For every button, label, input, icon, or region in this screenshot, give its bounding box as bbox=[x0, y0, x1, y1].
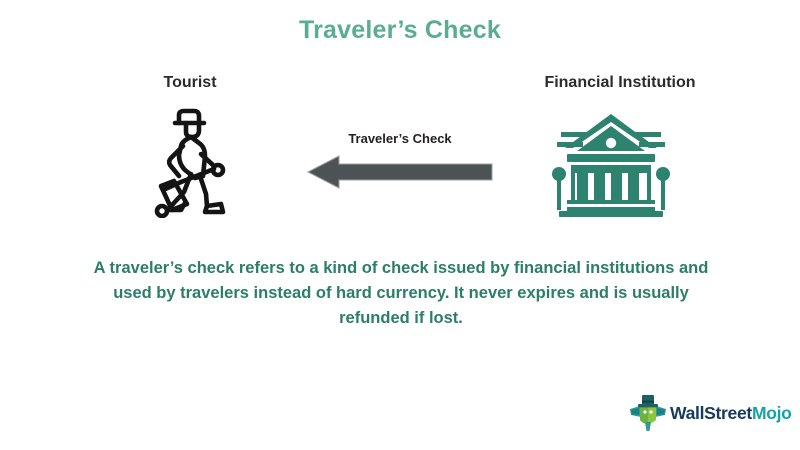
description-text: A traveler’s check refers to a kind of c… bbox=[93, 259, 709, 327]
node-label-tourist: Tourist bbox=[163, 74, 217, 91]
wallstreetmojo-mascot-icon bbox=[628, 393, 668, 433]
left-arrow-icon bbox=[306, 153, 494, 191]
logo-text-wallstreet: WallStreet bbox=[670, 402, 752, 423]
node-label-financial-institution: Financial Institution bbox=[544, 74, 696, 91]
wallstreetmojo-logo[interactable]: WallStreetMojo bbox=[628, 392, 792, 434]
flow-arrow-label: Traveler’s Check bbox=[348, 131, 452, 146]
logo-wordmark: WallStreetMojo bbox=[670, 403, 792, 424]
bank-building-icon bbox=[549, 108, 673, 218]
logo-text-mojo: Mojo bbox=[751, 402, 792, 423]
page-title: Traveler’s Check bbox=[299, 16, 501, 44]
walking-traveler-with-suitcase-icon bbox=[141, 106, 239, 219]
